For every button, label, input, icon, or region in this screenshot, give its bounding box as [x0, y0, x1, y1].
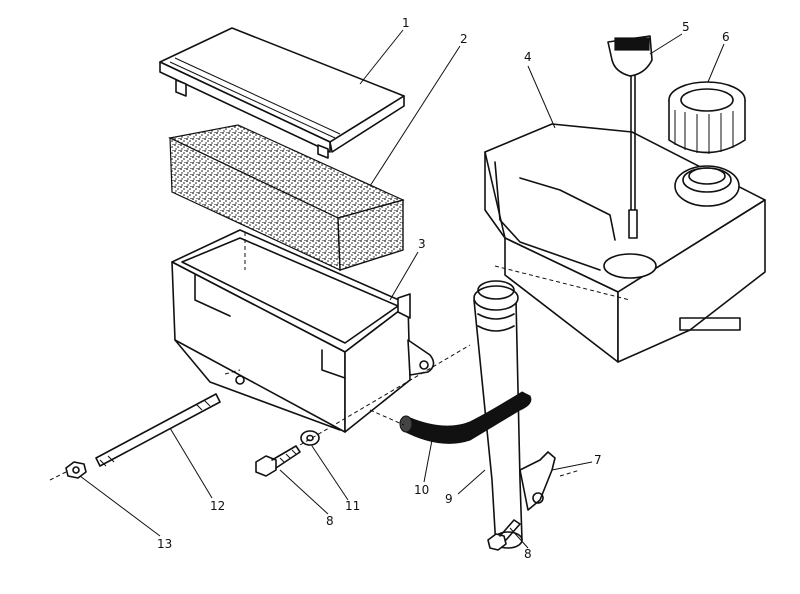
callouts: 1 2 3 4 5 6 7 8 8 9 10 11 12 13 — [157, 16, 730, 561]
callout-7: 7 — [594, 453, 602, 467]
callout-3: 3 — [418, 237, 426, 251]
breather-hose — [399, 391, 532, 444]
callout-1: 1 — [402, 16, 410, 30]
callout-4: 4 — [524, 50, 532, 64]
fill-cap — [668, 81, 746, 154]
air-cleaner-cover — [159, 27, 405, 159]
bolt-left — [255, 445, 301, 477]
callout-11: 11 — [345, 499, 360, 513]
leader-lines — [79, 29, 725, 549]
tube-clip — [519, 451, 556, 511]
callout-2: 2 — [460, 32, 468, 46]
air-cleaner-base — [171, 229, 435, 433]
callout-10: 10 — [414, 483, 429, 497]
washer — [300, 430, 320, 446]
fill-tube — [473, 280, 523, 549]
callout-8-left: 8 — [326, 514, 334, 528]
foam-element — [168, 124, 405, 271]
nut — [65, 461, 87, 479]
callout-12: 12 — [210, 499, 225, 513]
shroud-bracket — [484, 123, 766, 363]
callout-5: 5 — [682, 20, 690, 34]
callout-8-right: 8 — [524, 547, 532, 561]
callout-9: 9 — [445, 492, 453, 506]
assembly-lines — [49, 232, 631, 481]
callout-6: 6 — [722, 30, 730, 44]
dipstick — [607, 35, 653, 239]
callout-13: 13 — [157, 537, 172, 551]
long-stud — [95, 393, 221, 467]
